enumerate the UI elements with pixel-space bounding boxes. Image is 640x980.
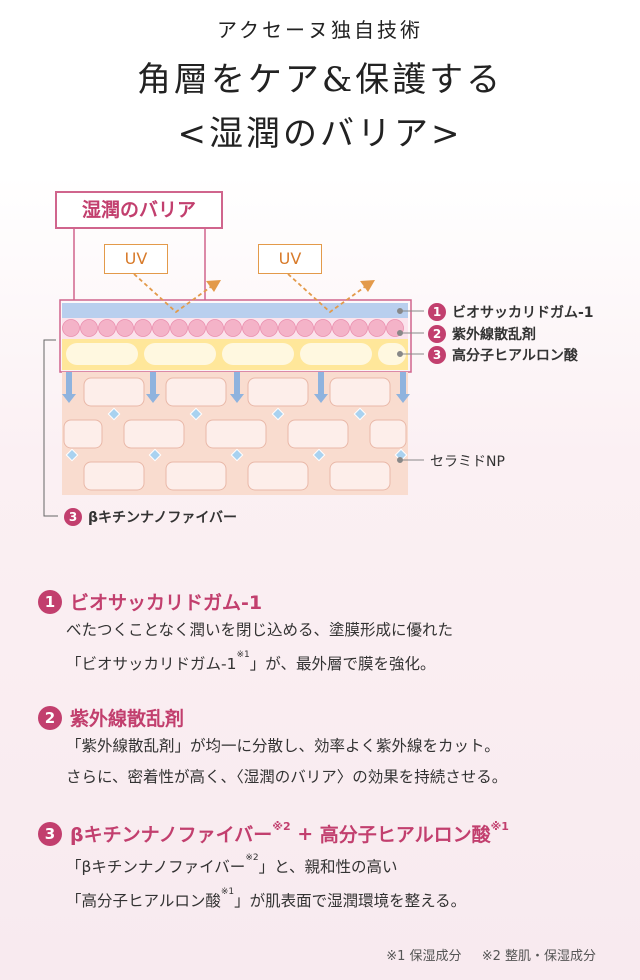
footnote-2: ※2 整肌・保湿成分 (481, 949, 596, 964)
footnotes: ※1 保湿成分 ※2 整肌・保湿成分 (370, 945, 596, 964)
barrier-label: 湿潤のバリア (55, 191, 223, 229)
uv-label-1: UV (104, 244, 168, 274)
section-3-title-a: βキチンナノファイバー (70, 824, 273, 846)
layer-label-text: ビオサッカリドガム-1 (452, 305, 594, 321)
number-badge: 3 (428, 346, 446, 364)
ceramide-label: セラミドNP (430, 454, 505, 470)
layer-label-3: 3 高分子ヒアルロン酸 (428, 345, 578, 365)
layer-label-1: 1 ビオサッカリドガム-1 (428, 302, 594, 322)
number-badge: 2 (428, 325, 446, 343)
layer-label-2: 2 紫外線散乱剤 (428, 324, 536, 344)
section-3-title: 3 βキチンナノファイバー※2 + 高分子ヒアルロン酸※1 (38, 820, 509, 847)
uv-arrows (133, 273, 367, 314)
uv-scatter-particles (62, 319, 404, 337)
section-3-line1: 「βキチンナノファイバー※2」と、親和性の高い (66, 853, 398, 877)
section-1-body: べたつくことなく潤いを閉じ込める、塗膜形成に優れた 「ビオサッカリドガム-1※1… (66, 615, 453, 680)
section-1-line2: 「ビオサッカリドガム-1※1」が、最外層で膜を強化。 (66, 650, 436, 674)
penetration-arrows (62, 372, 410, 403)
section-3-line2: 「高分子ヒアルロン酸※1」が肌表面で湿潤環境を整える。 (66, 887, 467, 911)
number-badge: 3 (38, 821, 62, 846)
section-2-title-text: 紫外線散乱剤 (70, 708, 185, 730)
section-2-body: 「紫外線散乱剤」が均一に分散し、効率よく紫外線をカット。 さらに、密着性が高く、… (66, 731, 507, 793)
uv-arrowheads (206, 280, 375, 292)
section-2-title: 2 紫外線散乱剤 (38, 704, 184, 731)
header-title-line1: 角層をケア&保護する (136, 60, 504, 100)
footnote-1: ※1 保湿成分 (386, 949, 462, 964)
leader-lines (397, 308, 424, 463)
number-badge: 3 (64, 508, 82, 526)
section-2-line2: さらに、密着性が高く、〈湿潤のバリア〉の効果を持続させる。 (66, 768, 508, 786)
section-1-title: 1 ビオサッカリドガム-1 (38, 588, 262, 615)
section-1-title-text: ビオサッカリドガム-1 (70, 592, 263, 614)
layer-label-text: 紫外線散乱剤 (452, 327, 536, 343)
skin-diagram (43, 229, 424, 517)
beta-chitin-text: βキチンナノファイバー (88, 510, 238, 526)
number-badge: 2 (38, 705, 62, 730)
beta-bracket (43, 339, 58, 517)
beta-chitin-label: 3 βキチンナノファイバー (64, 507, 237, 527)
section-1-line1: べたつくことなく潤いを閉じ込める、塗膜形成に優れた (66, 621, 454, 639)
header-subtitle: アクセーヌ独自技術 (217, 18, 423, 42)
hyaluronic-capsules (66, 343, 406, 365)
section-2-line1: 「紫外線散乱剤」が均一に分散し、効率よく紫外線をカット。 (66, 737, 500, 755)
section-3-title-plus: + (290, 822, 320, 845)
uv-label-2: UV (258, 244, 322, 274)
section-3-body: 「βキチンナノファイバー※2」と、親和性の高い 「高分子ヒアルロン酸※1」が肌表… (66, 849, 466, 917)
skin-cells (63, 377, 407, 491)
layer-biosaccharide (62, 303, 408, 318)
ceramide-diamonds (65, 407, 408, 462)
layer-label-text: 高分子ヒアルロン酸 (452, 348, 578, 364)
section-3-title-b: 高分子ヒアルロン酸 (319, 824, 491, 846)
header-title-line2: <湿潤のバリア> (177, 114, 463, 154)
number-badge: 1 (38, 589, 62, 614)
number-badge: 1 (428, 303, 446, 321)
